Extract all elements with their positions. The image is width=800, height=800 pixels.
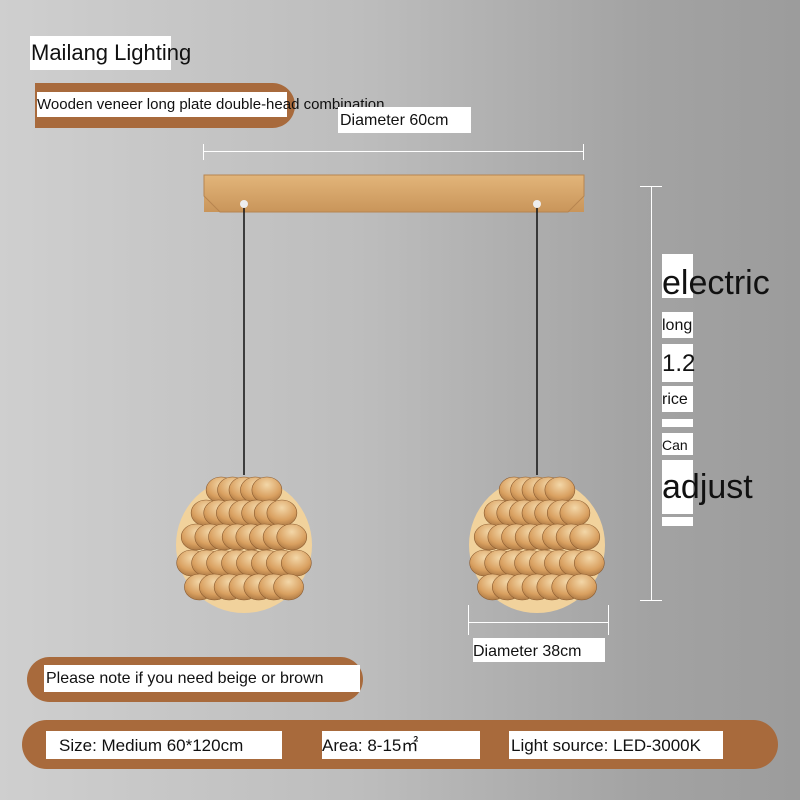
side-fragment-text: electric bbox=[662, 264, 770, 302]
spec-light-source: Light source: LED-3000K bbox=[509, 731, 723, 759]
plate-dimension-tick-left bbox=[203, 144, 204, 160]
subtitle-box: Wooden veneer long plate double-head com… bbox=[37, 92, 384, 117]
plate-side bbox=[203, 174, 585, 213]
height-tick-bottom bbox=[640, 600, 662, 601]
brand-text: Mailang Lighting bbox=[31, 40, 192, 65]
side-fragment: rice bbox=[662, 386, 693, 412]
cord-grip-left bbox=[240, 200, 248, 208]
side-fragment: electric bbox=[662, 254, 770, 302]
side-fragment-text: long bbox=[662, 317, 693, 334]
plate-dimension-line bbox=[204, 151, 584, 152]
spec-area-text: Area: 8-15㎡ bbox=[322, 736, 419, 755]
note-text: Please note if you need beige or brown bbox=[46, 670, 324, 687]
shade-tick-left bbox=[468, 605, 469, 635]
spec-area: Area: 8-15㎡ bbox=[322, 731, 480, 759]
side-fragment-text: 1.2 bbox=[662, 350, 696, 377]
shade-diameter-label: Diameter 38cm bbox=[473, 638, 605, 662]
wooden-petal bbox=[574, 549, 605, 577]
wooden-petal bbox=[273, 573, 304, 601]
shade-tick-right bbox=[608, 605, 609, 635]
side-fragment: adjust bbox=[662, 460, 753, 514]
side-fragment-blank bbox=[662, 517, 693, 526]
wooden-petal bbox=[281, 549, 312, 577]
spec-size: Size: Medium 60*120cm bbox=[46, 731, 282, 759]
plate-diameter-text: Diameter 60cm bbox=[340, 112, 449, 129]
plate-diameter-label: Diameter 60cm bbox=[338, 107, 471, 133]
wooden-petal-shade-left bbox=[176, 476, 312, 613]
side-fragment-blank bbox=[662, 419, 693, 427]
side-fragment: 1.2 bbox=[662, 344, 696, 382]
spec-light-source-text: Light source: LED-3000K bbox=[511, 736, 701, 755]
side-fragment-text: Can bbox=[662, 437, 688, 453]
side-fragment-text: adjust bbox=[662, 468, 753, 506]
subtitle-text: Wooden veneer long plate double-head com… bbox=[37, 96, 385, 113]
wooden-petal bbox=[276, 523, 308, 551]
height-dimension-line bbox=[651, 186, 652, 601]
shade-diameter-text: Diameter 38cm bbox=[473, 643, 582, 660]
side-fragment: Can bbox=[662, 433, 693, 455]
wooden-petal bbox=[251, 476, 283, 504]
plate-dimension-tick-right bbox=[583, 144, 584, 160]
wooden-petal-shade-right bbox=[469, 476, 605, 613]
wooden-petal bbox=[566, 573, 597, 601]
side-fragment: long bbox=[662, 312, 693, 338]
shade-dimension-line bbox=[468, 622, 609, 623]
brand-title: Mailang Lighting bbox=[30, 36, 191, 70]
side-fragment-text: rice bbox=[662, 391, 688, 408]
wooden-petal bbox=[544, 476, 576, 504]
spec-size-text: Size: Medium 60*120cm bbox=[59, 736, 244, 755]
wooden-petal bbox=[569, 523, 601, 551]
note-box: Please note if you need beige or brown bbox=[44, 665, 360, 692]
wooden-petal bbox=[559, 499, 591, 527]
height-tick-top bbox=[640, 186, 662, 187]
cord-grip-right bbox=[533, 200, 541, 208]
wooden-petal bbox=[266, 499, 298, 527]
